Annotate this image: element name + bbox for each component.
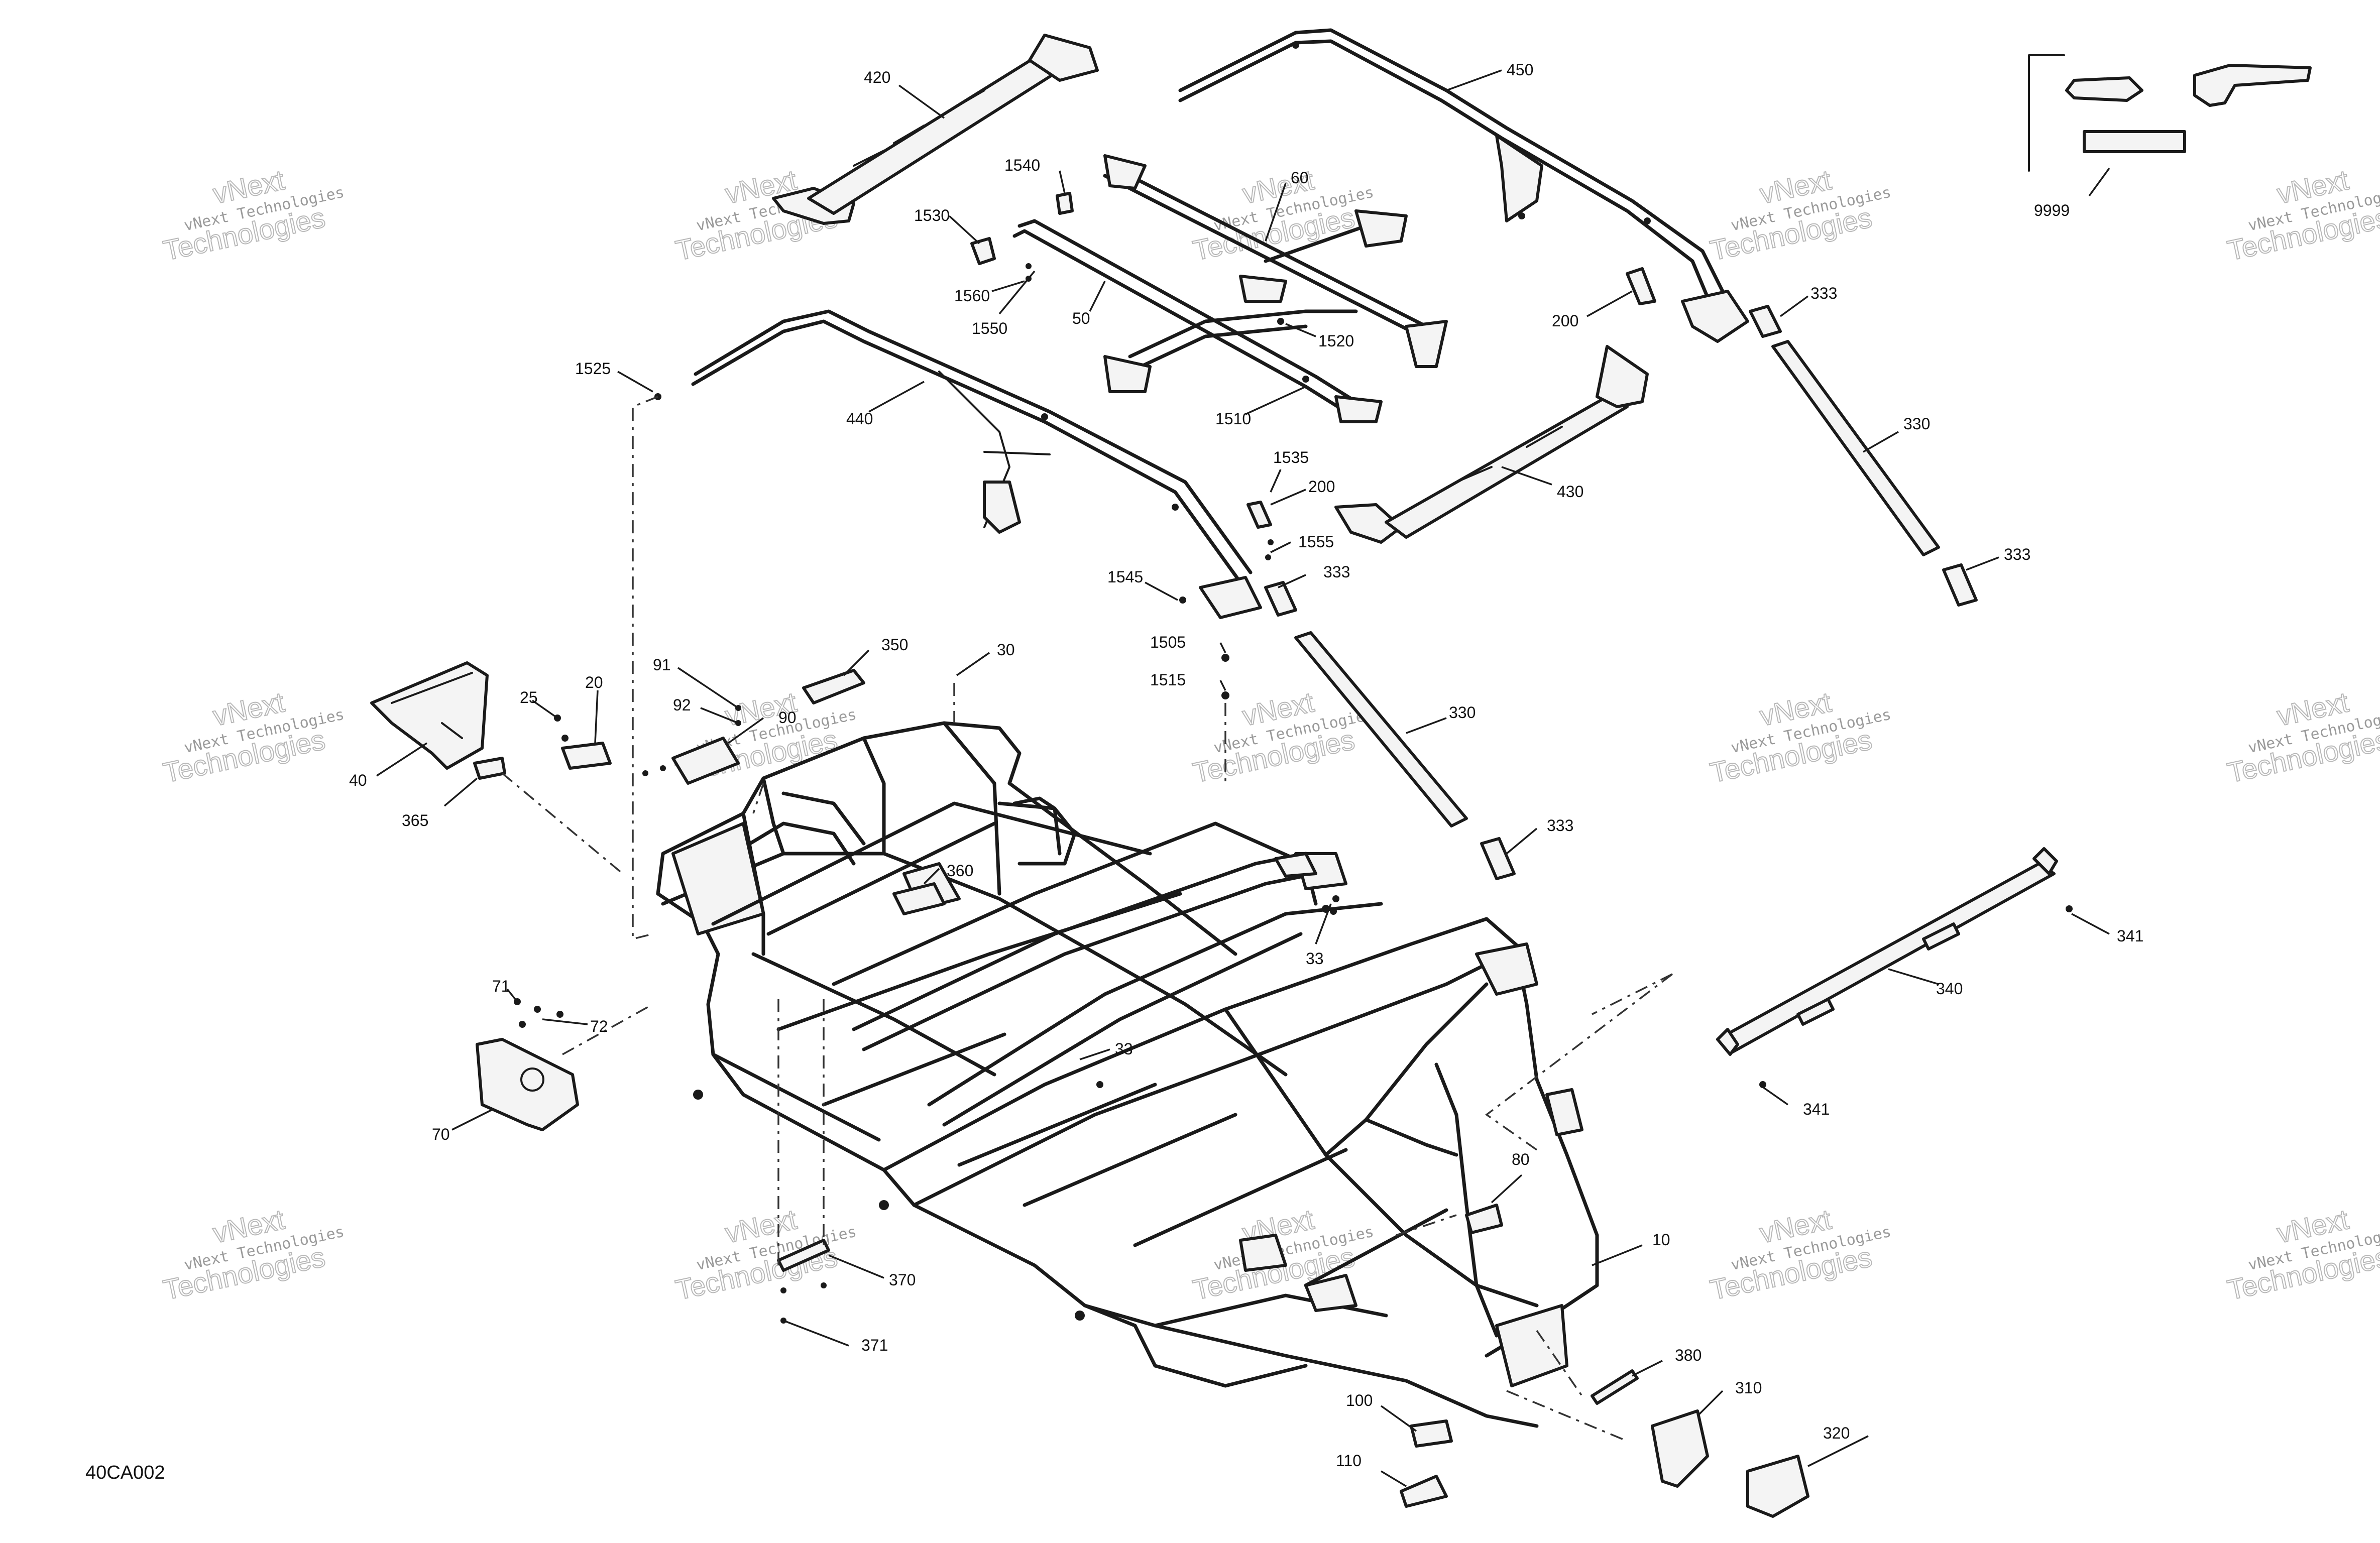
callout-320: 320: [1823, 1424, 1850, 1442]
callout-1555: 1555: [1298, 533, 1334, 551]
callout-80: 80: [1512, 1150, 1530, 1168]
callout-310: 310: [1735, 1379, 1762, 1397]
leader-lines: [376, 69, 2110, 1487]
roof-crossmember-60: [1103, 154, 1448, 368]
callout-10: 10: [1652, 1231, 1670, 1249]
callout-333-right: 333: [2004, 545, 2030, 563]
callout-1515: 1515: [1150, 671, 1186, 689]
rear-crossbar-430: [1334, 345, 1649, 544]
callout-360: 360: [947, 862, 973, 880]
front-crossbar-420: [772, 34, 1099, 225]
watermark-grid: vNext Technologies Technologies vNext vN…: [160, 163, 2380, 1306]
callout-91: 91: [653, 656, 671, 674]
mount-70: [476, 998, 579, 1131]
callout-440: 440: [846, 410, 873, 428]
front-bracket-40: [370, 661, 506, 780]
hardware-1505-1515-1545: [1179, 539, 1274, 699]
callout-333-mid: 333: [1323, 563, 1350, 581]
callout-1540: 1540: [1004, 156, 1040, 174]
callout-1510: 1510: [1215, 410, 1251, 428]
callout-100: 100: [1346, 1391, 1373, 1409]
struts-330-333: [1264, 305, 1978, 880]
callout-1530: 1530: [914, 206, 950, 224]
callout-200-lower: 200: [1308, 478, 1335, 496]
rear-tube-340: [1716, 847, 2073, 1088]
callout-1535: 1535: [1273, 448, 1309, 466]
small-parts-20-90-350: [554, 669, 865, 785]
roof-rail-440: [654, 309, 1262, 619]
main-frame-10: [656, 721, 1599, 1428]
callout-92: 92: [673, 696, 691, 714]
callout-365: 365: [402, 811, 428, 829]
decal-kit-9999: [2028, 54, 2312, 197]
callout-90: 90: [778, 708, 797, 727]
small-brackets-360-33-80: [892, 882, 1503, 1234]
pads-200: [1246, 267, 1656, 529]
callout-330-upper: 330: [1903, 415, 1930, 433]
callout-1545: 1545: [1107, 568, 1143, 586]
callout-1520: 1520: [1318, 332, 1354, 350]
callout-50: 50: [1072, 309, 1090, 327]
callout-71: 71: [492, 977, 510, 995]
callout-1550: 1550: [972, 319, 1007, 337]
callout-1505: 1505: [1150, 633, 1186, 651]
callout-333-lower: 333: [1547, 816, 1573, 835]
diagram-code: 40CA002: [85, 1462, 165, 1483]
callout-341-lower: 341: [1803, 1100, 1830, 1118]
callout-430: 430: [1557, 483, 1583, 501]
callout-450: 450: [1507, 61, 1533, 79]
callout-420: 420: [864, 68, 890, 86]
brackets-rear-310-320: [1400, 1369, 1809, 1518]
roof-rail-450: [1178, 28, 1749, 343]
callout-200-upper: 200: [1552, 312, 1578, 330]
assembly-guides: [501, 396, 1673, 1442]
callout-341-upper: 341: [2117, 927, 2143, 945]
callout-20: 20: [585, 673, 603, 691]
callout-30: 30: [997, 641, 1015, 659]
callout-72: 72: [590, 1017, 608, 1035]
callout-25: 25: [520, 688, 538, 706]
callout-70: 70: [432, 1125, 450, 1143]
callout-33-lower: 33: [1115, 1040, 1133, 1058]
callout-340: 340: [1936, 980, 1963, 998]
roof-crossmember-50: [1012, 219, 1383, 423]
callout-1525: 1525: [575, 360, 611, 378]
callout-330-lower: 330: [1449, 703, 1476, 722]
callout-33-upper: 33: [1306, 949, 1324, 968]
callout-371: 371: [861, 1336, 888, 1354]
callout-1560: 1560: [954, 287, 990, 305]
callout-9999: 9999: [2034, 201, 2070, 219]
callout-380: 380: [1675, 1346, 1702, 1364]
callout-40: 40: [349, 771, 367, 789]
callout-110: 110: [1336, 1452, 1362, 1470]
callout-labels: 420 450 9999 1540 60 1530 1560 1550 50 1…: [349, 61, 2143, 1470]
callout-60: 60: [1291, 169, 1309, 187]
callout-370: 370: [889, 1271, 916, 1289]
callout-350: 350: [881, 636, 908, 654]
callout-333-upper-right: 333: [1810, 284, 1837, 302]
